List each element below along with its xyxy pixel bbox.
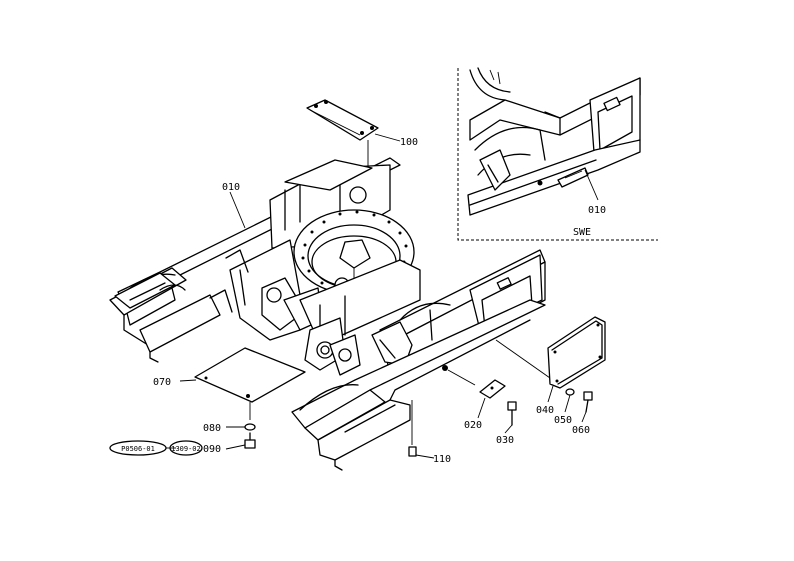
cover-plate-070 xyxy=(194,347,306,403)
bolt-060 xyxy=(583,391,593,401)
label-020: 020 xyxy=(464,420,482,431)
stamp-right-oval xyxy=(169,440,203,456)
inset-part-label: 010 xyxy=(588,205,606,216)
reference-stamps: P0506-01 1309-02 xyxy=(109,440,203,456)
inset-border xyxy=(457,68,658,241)
label-030: 030 xyxy=(496,435,514,446)
washer-050 xyxy=(565,388,575,396)
stamp-right: 1309-02 xyxy=(171,445,201,453)
bolt-030 xyxy=(507,401,517,411)
cover-040 xyxy=(547,316,606,389)
bolt-090 xyxy=(244,439,256,449)
stamp-left: P0506-01 xyxy=(121,445,155,453)
bolt-110 xyxy=(408,446,417,457)
label-080: 080 xyxy=(203,423,221,434)
inset-detail-swe: 010 SWE xyxy=(457,67,658,241)
label-040: 040 xyxy=(536,405,554,416)
label-070: 070 xyxy=(153,377,171,388)
label-090: 090 xyxy=(203,444,221,455)
inset-title: SWE xyxy=(573,227,591,238)
label-100: 100 xyxy=(400,137,418,148)
washer-080 xyxy=(244,423,256,431)
label-110: 110 xyxy=(433,454,451,465)
label-060: 060 xyxy=(572,425,590,436)
label-010: 010 xyxy=(222,182,240,193)
main-track-frame xyxy=(109,99,551,471)
label-050: 050 xyxy=(554,415,572,426)
top-plate-100 xyxy=(306,99,379,141)
